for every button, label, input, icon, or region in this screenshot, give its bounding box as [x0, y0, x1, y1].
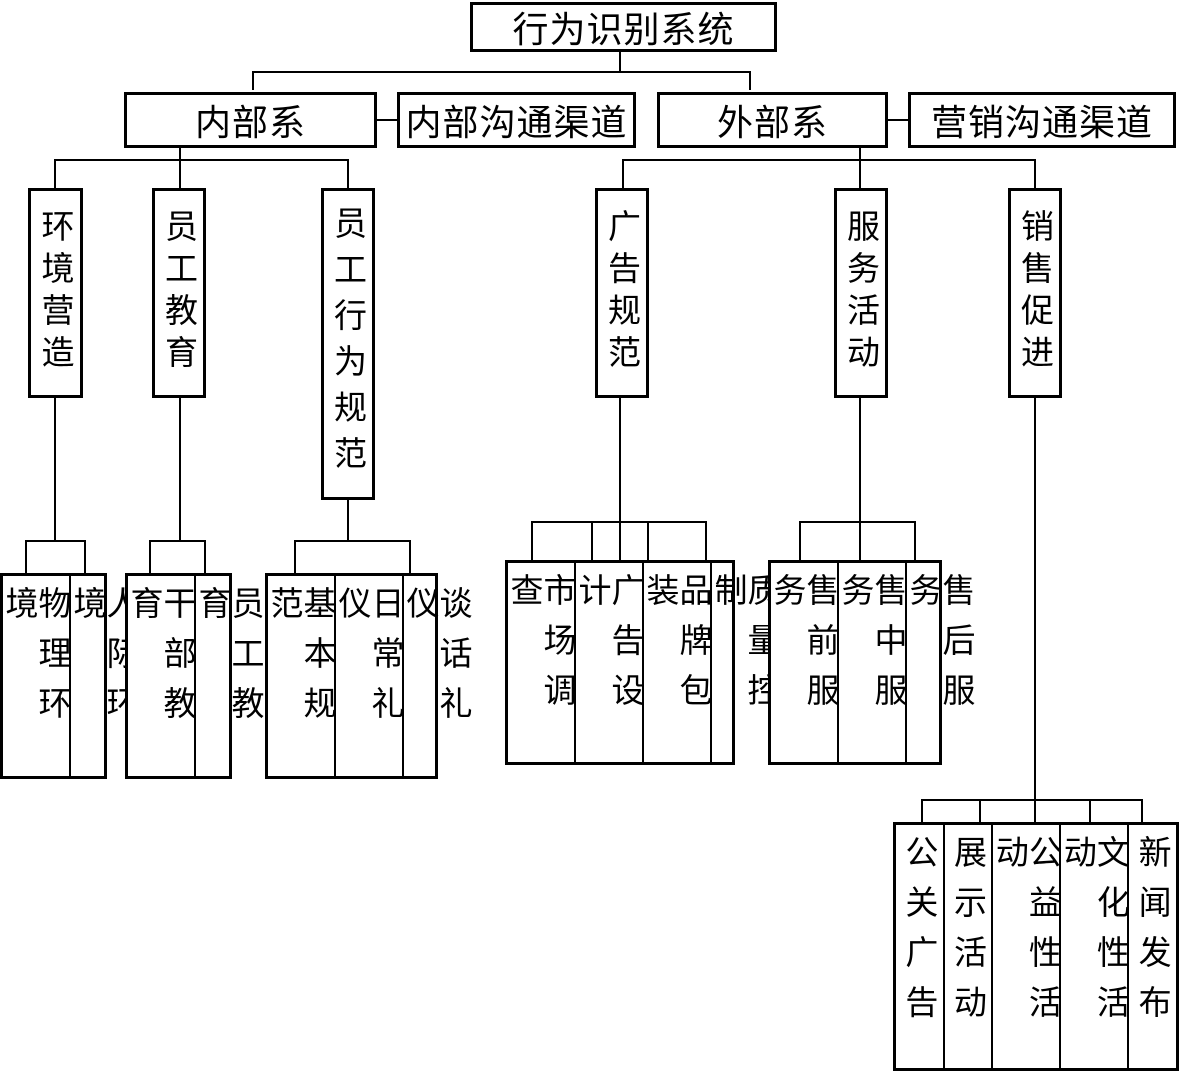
- connector-external-split: [622, 159, 1036, 188]
- service-activity-node: 服务活动: [834, 188, 888, 398]
- internal-channel-node: 内部沟通渠道: [397, 92, 636, 148]
- leaf-node: 市场调查: [505, 573, 577, 723]
- sales-promotion-node: 销售促进: [1008, 188, 1062, 398]
- leaf-node: 干部教育: [125, 586, 197, 736]
- leaf-node: 售后服务: [904, 563, 976, 762]
- leaf-node: 公益性活动: [990, 825, 1062, 1068]
- leaf-node: 售前服务: [768, 573, 840, 723]
- leaf-node: 谈话礼仪: [401, 576, 473, 776]
- connector-sales-split: [921, 799, 1143, 822]
- ad-leaf-group: 市场调查 广告设计 品牌包装 质量控制: [505, 560, 781, 765]
- leaf-node: 员工教育: [193, 576, 265, 776]
- leaf-node: 物理环境: [0, 586, 72, 736]
- connector-env-split: [25, 540, 86, 573]
- leaf-node: 公关广告: [899, 835, 939, 1035]
- leaf-node: 售中服务: [836, 563, 908, 762]
- environment-node: 环境营造: [28, 188, 83, 398]
- leaf-node: 品牌包装: [641, 563, 713, 762]
- connector-service-split: [799, 521, 916, 560]
- behavior-leaf-group: 基本规范 日常礼仪 谈话礼仪: [265, 573, 473, 779]
- marketing-channel-node: 营销沟通渠道: [908, 92, 1176, 148]
- employee-behavior-node: 员工行为规范: [321, 188, 375, 500]
- internal-system-node: 内部系: [124, 92, 377, 148]
- employee-education-node: 员工教育: [152, 188, 206, 398]
- connector-root-split: [252, 71, 751, 90]
- connector-ad-split: [531, 521, 707, 560]
- education-leaf-group: 干部教育 员工教育: [125, 573, 265, 779]
- external-system-node: 外部系: [657, 92, 888, 148]
- leaf-node: 日常礼仪: [333, 576, 405, 776]
- sales-leaf-group: 公关广告 展示活动 公益性活动 文化性活动 新闻发布: [893, 822, 1179, 1071]
- service-leaf-group: 售前服务 售中服务 售后服务: [768, 560, 976, 765]
- leaf-node: 新闻发布: [1127, 825, 1176, 1068]
- leaf-node: 展示活动: [942, 825, 992, 1068]
- leaf-node: 广告设计: [573, 563, 645, 762]
- connector-behavior-split: [294, 540, 411, 573]
- root-node: 行为识别系统: [470, 2, 777, 52]
- connector-edu-split: [149, 540, 206, 573]
- environment-leaf-group: 物理环境 人际环境: [0, 573, 140, 779]
- ad-standard-node: 广告规范: [595, 188, 649, 398]
- leaf-node: 基本规范: [265, 586, 337, 736]
- connector-internal-split: [54, 159, 349, 188]
- leaf-node: 文化性活动: [1058, 825, 1130, 1068]
